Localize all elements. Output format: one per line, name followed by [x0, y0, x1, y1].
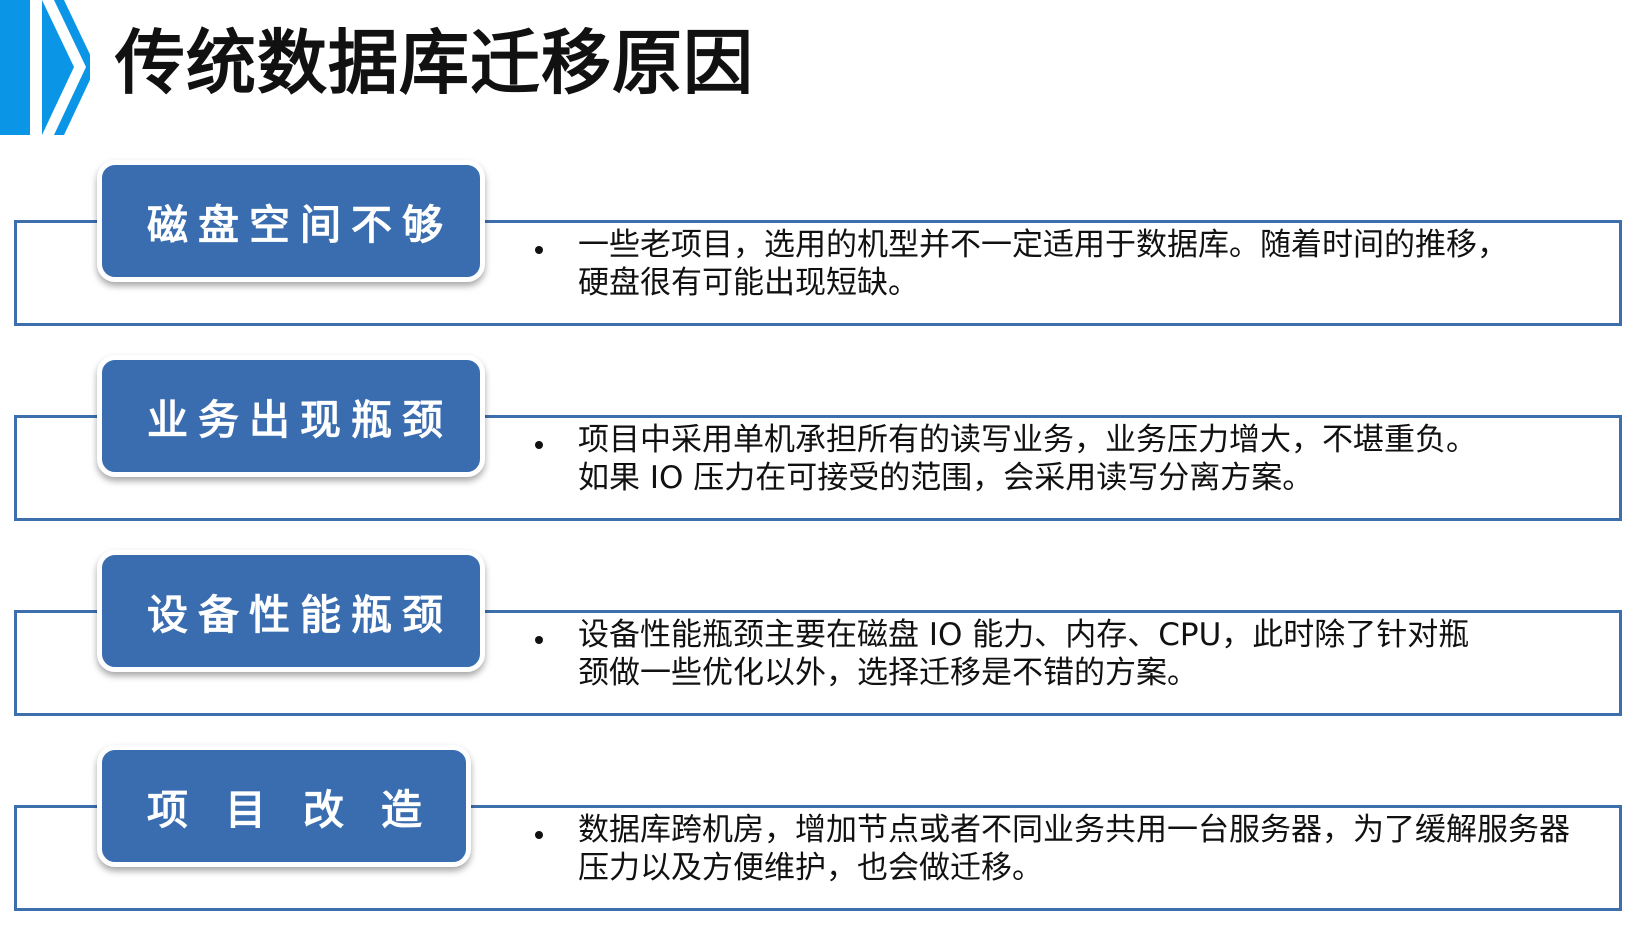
- reason-description-line: 颈做一些优化以外，选择迁移是不错的方案。: [578, 655, 1198, 691]
- reason-section-disk-space: 磁盘空间不够 一些老项目，选用的机型并不一定适用于数据库。随着时间的推移， 硬盘…: [0, 160, 1640, 340]
- reason-description: 数据库跨机房，增加节点或者不同业务共用一台服务器，为了缓解服务器 压力以及方便维…: [578, 811, 1618, 887]
- bullet-icon: [535, 441, 543, 449]
- reason-description-line: 设备性能瓶颈主要在磁盘 IO 能力、内存、CPU，此时除了针对瓶: [578, 617, 1470, 653]
- reason-section-device-bottleneck: 设备性能瓶颈 设备性能瓶颈主要在磁盘 IO 能力、内存、CPU，此时除了针对瓶 …: [0, 550, 1640, 730]
- reason-label-box: 设备性能瓶颈: [97, 550, 485, 672]
- reason-section-project-refactor: 项目改造 数据库跨机房，增加节点或者不同业务共用一台服务器，为了缓解服务器 压力…: [0, 745, 1640, 925]
- reason-label: 设备性能瓶颈: [147, 591, 453, 639]
- reason-description-line: 一些老项目，选用的机型并不一定适用于数据库。随着时间的推移，: [578, 227, 1508, 263]
- slide-title: 传统数据库迁移原因: [115, 22, 754, 104]
- reason-description-line: 如果 IO 压力在可接受的范围，会采用读写分离方案。: [578, 460, 1314, 496]
- reason-description: 一些老项目，选用的机型并不一定适用于数据库。随着时间的推移， 硬盘很有可能出现短…: [578, 226, 1618, 302]
- reason-description: 项目中采用单机承担所有的读写业务，业务压力增大，不堪重负。 如果 IO 压力在可…: [578, 421, 1618, 497]
- reason-label: 项目改造: [147, 786, 459, 834]
- bullet-icon: [535, 831, 543, 839]
- reason-label-box: 项目改造: [97, 745, 471, 867]
- reason-description-line: 硬盘很有可能出现短缺。: [578, 265, 919, 301]
- reason-label: 磁盘空间不够: [147, 201, 453, 249]
- reason-section-business-bottleneck: 业务出现瓶颈 项目中采用单机承担所有的读写业务，业务压力增大，不堪重负。 如果 …: [0, 355, 1640, 535]
- reason-description-line: 压力以及方便维护，也会做迁移。: [578, 850, 1043, 886]
- reason-label-box: 业务出现瓶颈: [97, 355, 485, 477]
- title-chevron-icon: [0, 0, 90, 135]
- bullet-icon: [535, 246, 543, 254]
- reason-label-box: 磁盘空间不够: [97, 160, 485, 282]
- reason-description-line: 数据库跨机房，增加节点或者不同业务共用一台服务器，为了缓解服务器: [578, 812, 1570, 848]
- reason-description: 设备性能瓶颈主要在磁盘 IO 能力、内存、CPU，此时除了针对瓶 颈做一些优化以…: [578, 616, 1618, 692]
- bullet-icon: [535, 636, 543, 644]
- reason-description-line: 项目中采用单机承担所有的读写业务，业务压力增大，不堪重负。: [578, 422, 1477, 458]
- reason-label: 业务出现瓶颈: [147, 396, 453, 444]
